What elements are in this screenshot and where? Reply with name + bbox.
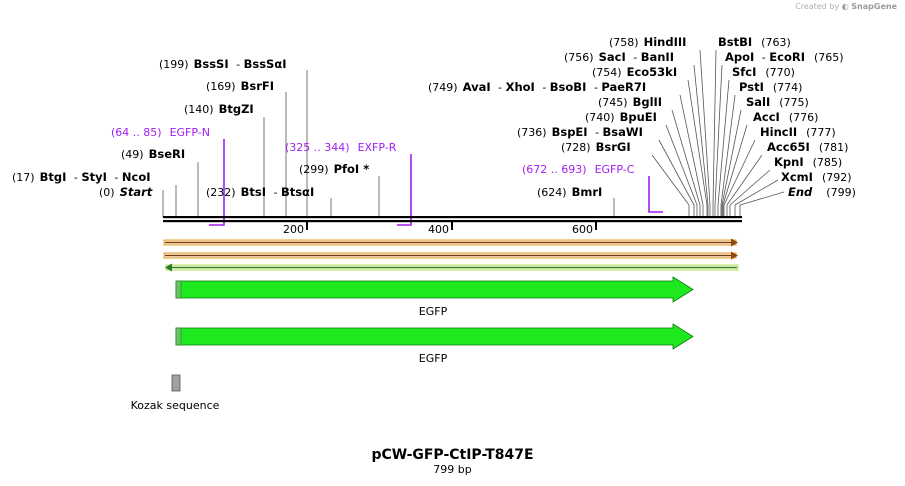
- site-label-bspei[interactable]: (736)BspEI - BsaWI: [517, 125, 643, 139]
- feature-label-egfp-1: EGFP: [419, 305, 448, 318]
- site-label-bpuei[interactable]: (740)BpuEI: [585, 110, 657, 124]
- svg-text:End(799): End(799): [788, 185, 856, 199]
- site-label-bstbi[interactable]: BstBI(763): [718, 35, 791, 49]
- svg-text:(749)AvaI - XhoI - BsoBI - Pae: (749)AvaI - XhoI - BsoBI - PaeR7I: [428, 80, 646, 94]
- site-label-acc65i[interactable]: Acc65I(781): [767, 140, 848, 154]
- primer-label-exfp-r[interactable]: (325 .. 344)EXFP-R: [285, 141, 397, 154]
- site-label-kpni[interactable]: KpnI(785): [774, 155, 842, 169]
- svg-text:SfcI(770): SfcI(770): [732, 65, 795, 79]
- primer-egfp-n[interactable]: [209, 139, 225, 226]
- svg-text:XcmI(792): XcmI(792): [781, 170, 852, 184]
- site-label-btsi[interactable]: (232)BtsI - BtsαI: [206, 185, 314, 199]
- svg-text:(140)BtgZI: (140)BtgZI: [184, 102, 254, 116]
- primer-exfp-r[interactable]: [397, 154, 412, 226]
- site-label-eco53ki[interactable]: (754)Eco53kI: [592, 65, 677, 79]
- site-label-apoi-ecori[interactable]: ApoI - EcoRI(765): [725, 50, 844, 64]
- site-label-hincii[interactable]: HincII(777): [760, 125, 836, 139]
- svg-text:KpnI(785): KpnI(785): [774, 155, 842, 169]
- feature-egfp-2[interactable]: [175, 323, 694, 350]
- svg-text:(754)Eco53kI: (754)Eco53kI: [592, 65, 677, 79]
- ruler-tick-400: 400: [428, 223, 449, 236]
- plasmid-length: 799 bp: [433, 463, 472, 476]
- svg-text:(756)SacI - BanII: (756)SacI - BanII: [564, 50, 674, 64]
- ruler-tick-200: 200: [283, 223, 304, 236]
- svg-text:(624)BmrI: (624)BmrI: [537, 185, 602, 199]
- svg-text:(232)BtsI - BtsαI: (232)BtsI - BtsαI: [206, 185, 314, 199]
- site-label-bmri[interactable]: (624)BmrI: [537, 185, 602, 199]
- svg-text:(169)BsrFI: (169)BsrFI: [206, 79, 274, 93]
- svg-text:(299)PfoI *: (299)PfoI *: [299, 162, 369, 176]
- credit-prefix: Created by: [795, 2, 840, 11]
- site-label-saci-banii[interactable]: (756)SacI - BanII: [564, 50, 674, 64]
- site-label-hindiii[interactable]: (758)HindIII: [609, 35, 686, 49]
- snapgene-logo-icon: ◐: [841, 2, 849, 11]
- svg-text:(758)HindIII: (758)HindIII: [609, 35, 686, 49]
- site-label-bsssi[interactable]: (199)BssSI - BssSαI: [159, 57, 287, 71]
- site-label-xcmi[interactable]: XcmI(792): [781, 170, 852, 184]
- svg-text:(199)BssSI - BssSαI: (199)BssSI - BssSαI: [159, 57, 287, 71]
- orf-forward-2[interactable]: [163, 251, 738, 260]
- site-label-btgzi[interactable]: (140)BtgZI: [184, 102, 254, 116]
- feature-kozak[interactable]: [171, 374, 181, 392]
- credit-brand: SnapGene: [851, 2, 897, 11]
- svg-text:(672 .. 693)EGFP-C: (672 .. 693)EGFP-C: [522, 163, 635, 176]
- site-label-bseri[interactable]: (49)BseRI: [121, 147, 185, 161]
- svg-text:HincII(777): HincII(777): [760, 125, 836, 139]
- site-label-avai-xhoi[interactable]: (749)AvaI - XhoI - BsoBI - PaeR7I: [428, 80, 646, 94]
- site-label-bsrgi[interactable]: (728)BsrGI: [561, 140, 631, 154]
- feature-egfp-1[interactable]: [175, 276, 694, 303]
- svg-text:(17)BtgI - StyI - NcoI: (17)BtgI - StyI - NcoI: [12, 170, 151, 184]
- orf-forward-1[interactable]: [163, 238, 738, 247]
- site-label-start: (0)Start: [99, 185, 153, 199]
- site-label-end: End(799): [788, 185, 856, 199]
- svg-text:(740)BpuEI: (740)BpuEI: [585, 110, 657, 124]
- feature-label-kozak: Kozak sequence: [131, 399, 220, 412]
- svg-text:(325 .. 344)EXFP-R: (325 .. 344)EXFP-R: [285, 141, 397, 154]
- site-label-sali[interactable]: SalI(775): [746, 95, 809, 109]
- snapgene-credit: Created by ◐ SnapGene: [795, 2, 897, 11]
- svg-text:(745)BglII: (745)BglII: [598, 95, 662, 109]
- svg-text:ApoI - EcoRI(765): ApoI - EcoRI(765): [725, 50, 844, 64]
- primer-egfp-c[interactable]: [648, 176, 663, 213]
- site-label-bsrfi[interactable]: (169)BsrFI: [206, 79, 274, 93]
- site-label-acci[interactable]: AccI(776): [753, 110, 818, 124]
- site-label-psti[interactable]: PstI(774): [739, 80, 802, 94]
- svg-text:AccI(776): AccI(776): [753, 110, 818, 124]
- site-label-sfci[interactable]: SfcI(770): [732, 65, 795, 79]
- svg-text:(49)BseRI: (49)BseRI: [121, 147, 185, 161]
- site-connectors: [162, 49, 785, 217]
- site-label-pfoi[interactable]: (299)PfoI *: [299, 162, 369, 176]
- feature-label-egfp-2: EGFP: [419, 352, 448, 365]
- svg-text:(0)Start: (0)Start: [99, 185, 153, 199]
- svg-text:BstBI(763): BstBI(763): [718, 35, 791, 49]
- ruler: [306, 222, 597, 230]
- svg-text:(736)BspEI - BsaWI: (736)BspEI - BsaWI: [517, 125, 643, 139]
- plasmid-name: pCW-GFP-CtIP-T847E: [371, 447, 534, 463]
- svg-text:(64 .. 85)EGFP-N: (64 .. 85)EGFP-N: [111, 126, 210, 139]
- dna-backbone: [163, 216, 742, 223]
- site-label-btgi-styi-ncoi[interactable]: (17)BtgI - StyI - NcoI: [12, 170, 151, 184]
- primer-label-egfp-n[interactable]: (64 .. 85)EGFP-N: [111, 126, 210, 139]
- svg-text:PstI(774): PstI(774): [739, 80, 802, 94]
- ruler-tick-600: 600: [572, 223, 593, 236]
- site-label-bglii[interactable]: (745)BglII: [598, 95, 662, 109]
- svg-text:SalI(775): SalI(775): [746, 95, 809, 109]
- orf-reverse[interactable]: [165, 263, 739, 272]
- primer-label-egfp-c[interactable]: (672 .. 693)EGFP-C: [522, 163, 635, 176]
- svg-text:Acc65I(781): Acc65I(781): [767, 140, 848, 154]
- svg-text:(728)BsrGI: (728)BsrGI: [561, 140, 631, 154]
